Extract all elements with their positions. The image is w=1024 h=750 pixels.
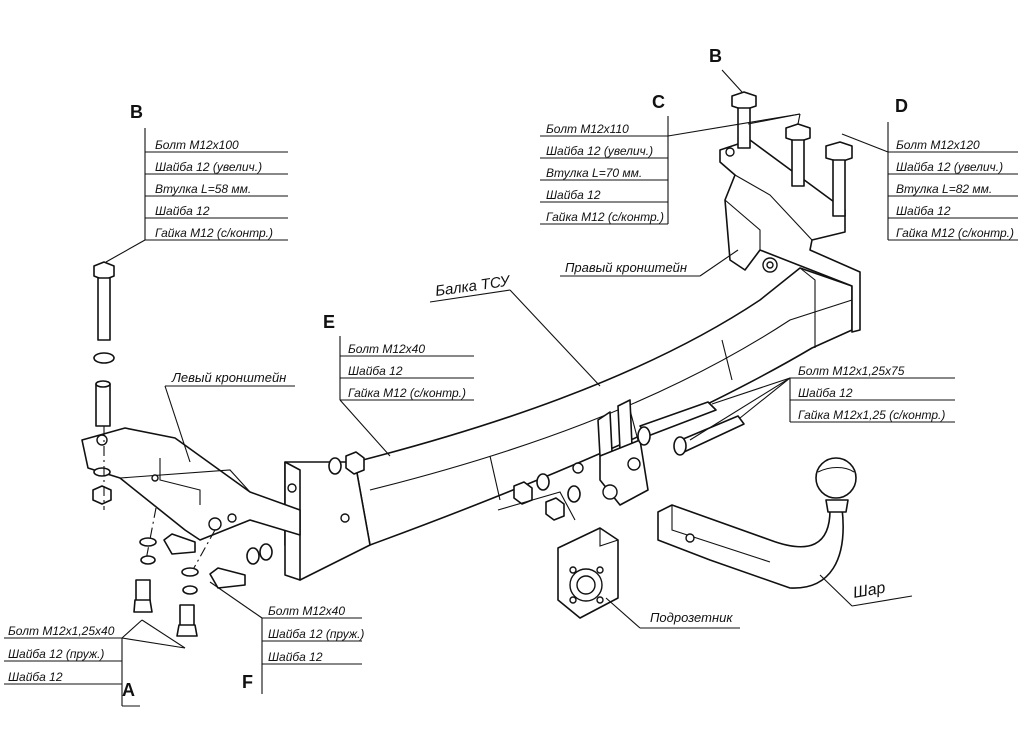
center-fasteners (497, 399, 745, 521)
left-bracket-label: Левый кронштейн (171, 370, 286, 385)
bolt-d (825, 141, 853, 217)
callout-c-line-2: Шайба 12 (увелич.) (546, 144, 653, 158)
callout-letter-b-right: B (709, 46, 722, 66)
callout-b-right: B (709, 46, 743, 93)
callout-e-line-3: Гайка М12 (с/контр.) (348, 386, 466, 400)
socket-plate (557, 527, 619, 619)
callout-f-line-3: Шайба 12 (268, 650, 323, 664)
callout-c-line-1: Болт М12х110 (546, 122, 629, 136)
callout-letter-c: C (652, 92, 665, 112)
callout-letter-a: A (122, 680, 135, 700)
callout-c-line-5: Гайка М12 (с/контр.) (546, 210, 664, 224)
callout-m125-line-3: Гайка М12х1,25 (с/контр.) (798, 408, 945, 422)
beam-left-end-plate (284, 461, 371, 581)
part-label-beam: Балка ТСУ (429, 273, 601, 387)
part-label-ball: Шар (819, 574, 913, 607)
callout-d: D Болт М12х120 Шайба 12 (увелич.) Втулка… (841, 96, 1018, 241)
callout-c-line-4: Шайба 12 (546, 188, 601, 202)
callout-b-left-line-1: Болт М12х100 (155, 138, 239, 152)
callout-a: A Болт М12х1,25х40 Шайба 12 (пруж.) Шайб… (4, 619, 186, 707)
bolt-b-right (731, 91, 757, 149)
bolts-f (163, 533, 273, 589)
part-label-left-bracket: Левый кронштейн (164, 370, 295, 463)
callout-b-left-line-4: Шайба 12 (155, 204, 210, 218)
callout-b-left-line-3: Втулка L=58 мм. (155, 182, 251, 196)
callout-a-line-3: Шайба 12 (8, 670, 63, 684)
right-bracket (719, 139, 861, 333)
callout-b-left: B Болт М12х100 Шайба 12 (увелич.) Втулка… (105, 102, 288, 263)
towbar-beam (354, 267, 853, 546)
callout-d-line-1: Болт М12х120 (896, 138, 980, 152)
bolt-b-left (92, 261, 115, 510)
callout-d-line-3: Втулка L=82 мм. (896, 182, 992, 196)
callout-f-line-2: Шайба 12 (пруж.) (268, 627, 364, 641)
part-label-right-bracket: Правый кронштейн (560, 249, 739, 277)
callout-a-line-1: Болт М12х1,25х40 (8, 624, 115, 638)
bolts-a (133, 507, 216, 637)
callout-b-left-line-5: Гайка М12 (с/контр.) (155, 226, 273, 240)
callout-letter-f: F (242, 672, 253, 692)
part-label-socket-plate: Подрозетник (605, 597, 740, 629)
callout-b-left-line-2: Шайба 12 (увелич.) (155, 160, 262, 174)
socket-plate-label: Подрозетник (650, 610, 733, 625)
callout-c: C Болт М12х110 Шайба 12 (увелич.) Втулка… (540, 92, 801, 225)
callout-m125-line-1: Болт М12х1,25х75 (798, 364, 905, 378)
callout-e: E Болт М12х40 Шайба 12 Гайка М12 (с/конт… (323, 312, 474, 457)
right-bracket-label: Правый кронштейн (565, 260, 687, 275)
bolt-c (785, 123, 811, 187)
callout-e-line-2: Шайба 12 (348, 364, 403, 378)
callout-e-line-1: Болт М12х40 (348, 342, 425, 356)
callout-letter-d: D (895, 96, 908, 116)
callout-letter-b-left: B (130, 102, 143, 122)
callout-a-line-2: Шайба 12 (пруж.) (8, 647, 104, 661)
ball-label: Шар (852, 580, 887, 602)
callout-m125-line-2: Шайба 12 (798, 386, 853, 400)
left-bracket (81, 427, 301, 541)
tow-ball-neck (657, 457, 857, 589)
callout-letter-e: E (323, 312, 335, 332)
callout-d-line-5: Гайка М12 (с/контр.) (896, 226, 1014, 240)
callout-f-line-1: Болт М12х40 (268, 604, 345, 618)
callout-d-line-4: Шайба 12 (896, 204, 951, 218)
callout-d-line-2: Шайба 12 (увелич.) (896, 160, 1003, 174)
nuts-e (328, 451, 365, 475)
callout-f: F Болт М12х40 Шайба 12 (пруж.) Шайба 12 (209, 581, 364, 694)
callout-c-line-3: Втулка L=70 мм. (546, 166, 642, 180)
callout-m125: Болт М12х1,25х75 Шайба 12 Гайка М12х1,25… (689, 364, 955, 441)
